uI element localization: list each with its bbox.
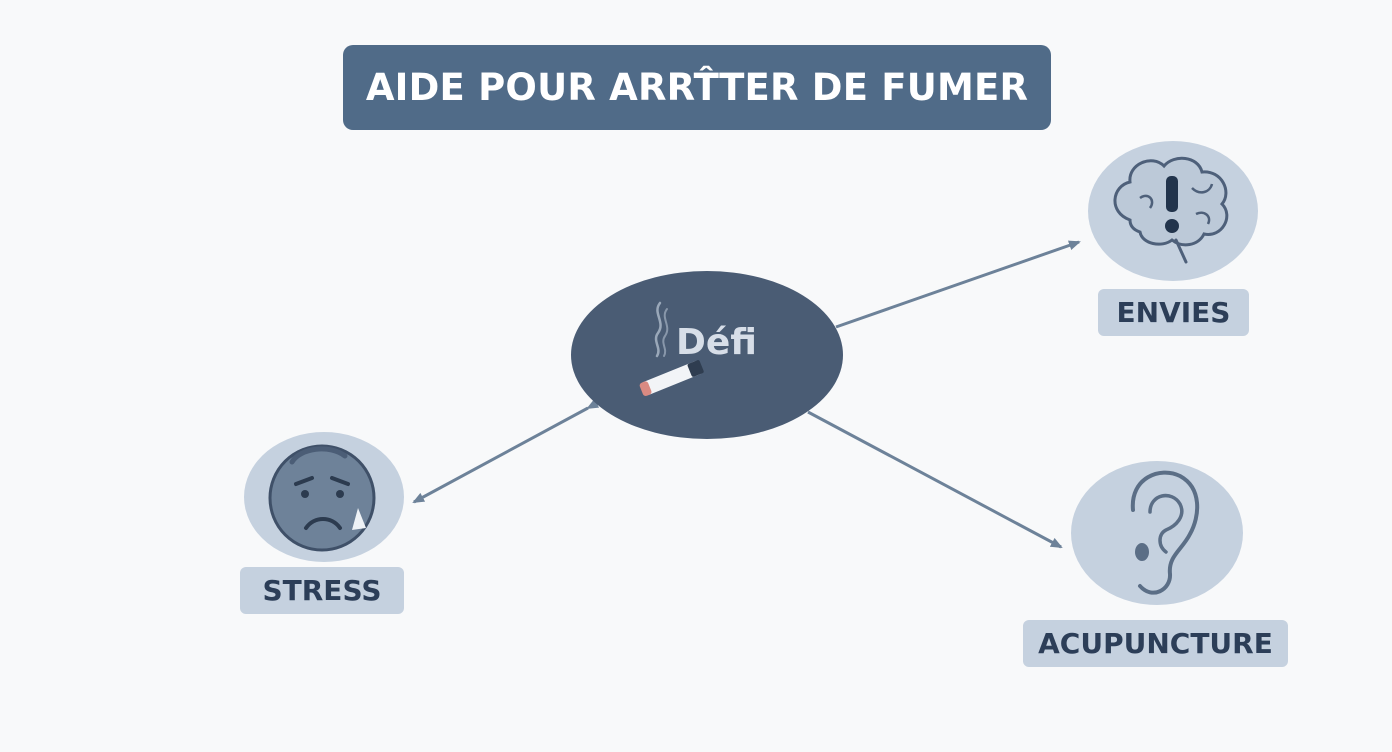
diagram-title: AIDE POUR ARRT̂TER DE FUMER xyxy=(365,66,1029,109)
center-node xyxy=(571,271,843,439)
arrow-center-to-acupuncture xyxy=(807,410,1063,549)
arrow-center-to-stress xyxy=(412,398,600,504)
cigarette-icon xyxy=(639,301,704,396)
stress-label-text: STRESS xyxy=(262,574,382,607)
arrow-center-to-envies xyxy=(835,240,1081,329)
acupuncture-node-circle xyxy=(1071,461,1243,605)
envies-label-text: ENVIES xyxy=(1116,296,1231,329)
acupuncture-label: ACUPUNCTURE xyxy=(1023,620,1288,667)
envies-label: ENVIES xyxy=(1098,289,1249,336)
title-banner: AIDE POUR ARRT̂TER DE FUMER xyxy=(343,45,1051,130)
stress-label: STRESS xyxy=(240,567,404,614)
center-node-label: Défi xyxy=(676,322,757,363)
brain-alert-icon xyxy=(1113,156,1229,264)
stressed-face-icon xyxy=(268,444,376,552)
ear-icon xyxy=(1130,470,1200,595)
acupuncture-label-text: ACUPUNCTURE xyxy=(1038,627,1273,660)
